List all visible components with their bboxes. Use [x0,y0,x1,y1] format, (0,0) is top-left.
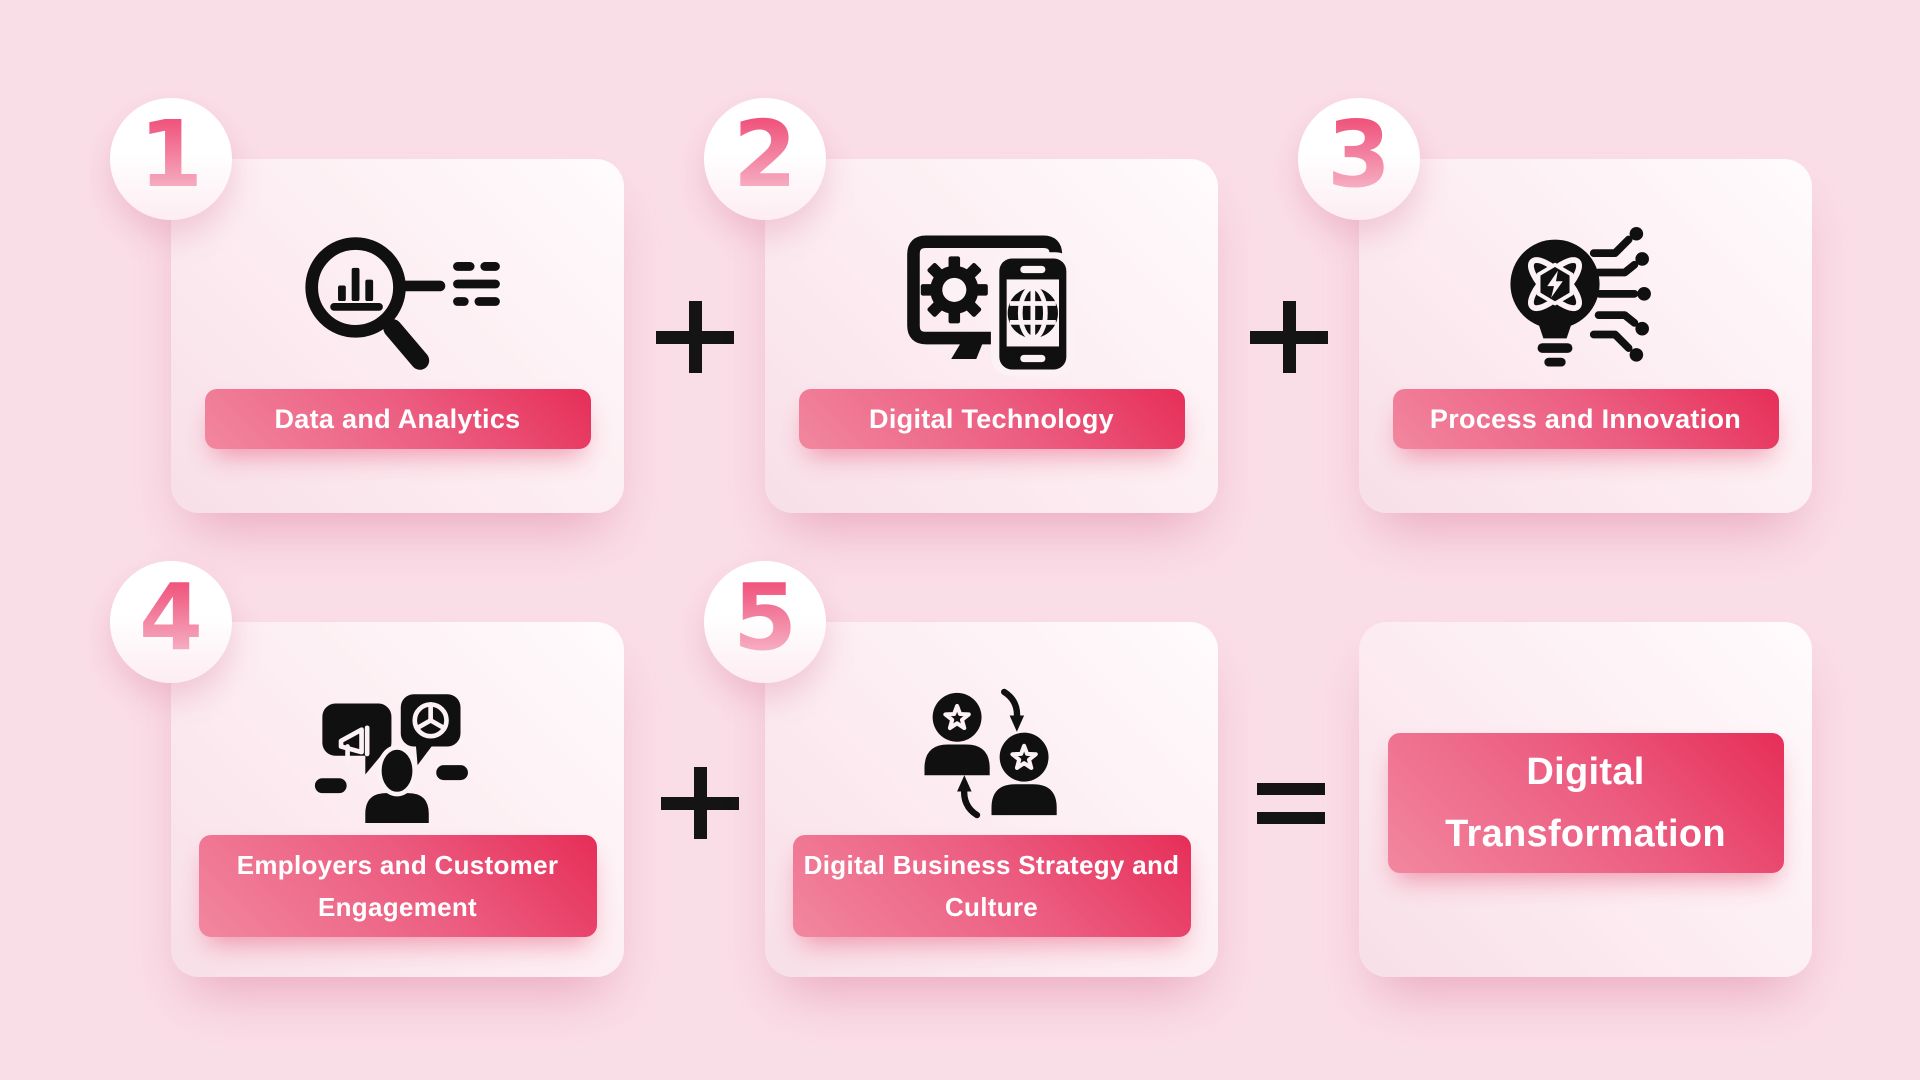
equals-operator [1257,783,1325,824]
card-label: Data and Analytics [204,389,591,449]
step-number: 2 [732,101,797,208]
person-megaphone-piechart-icon [171,658,624,848]
lightbulb-atom-circuit-icon [1359,203,1812,403]
plus-operator [656,301,734,373]
step-2-badge: 2 [704,98,826,220]
people-stars-exchange-icon [765,658,1218,848]
step-number: 1 [138,101,203,208]
card-label-text: Process and Innovation [1429,403,1742,434]
card-digital-business-strategy-culture: 5 Digital Business Strategy a [704,561,1218,977]
result-label: Digital Transformation [1387,733,1784,873]
card-label-text: Data and Analytics [274,403,521,434]
step-3-badge: 3 [1298,98,1420,220]
card-data-and-analytics: 1 Data and Analytics [110,98,624,513]
step-5-badge: 5 [704,561,826,683]
card-employers-customer-engagement: 4 [110,561,624,977]
card-process-and-innovation: 3 [1298,98,1812,513]
card-label: Digital Business Strategy and Culture [792,835,1191,937]
card-label: Process and Innovation [1392,389,1779,449]
step-number: 4 [138,564,203,671]
plus-operator [661,767,739,839]
card-label-text: Digital Technology [869,403,1114,434]
card-label: Digital Technology [798,389,1185,449]
card-result-digital-transformation: Digital Transformation [1359,622,1812,977]
plus-bar [693,767,707,839]
card-digital-technology: 2 [704,98,1218,513]
card-label-text: Digital Business Strategy and Culture [803,850,1180,922]
card-label-text: Employers and Customer Engagement [236,850,559,922]
step-4-badge: 4 [110,561,232,683]
monitor-gear-smartphone-globe-icon [765,203,1218,403]
magnifier-bar-chart-icon [171,203,624,403]
plus-bar [688,301,702,373]
plus-operator [1250,301,1328,373]
result-label-text: Digital Transformation [1445,751,1726,855]
card-label: Employers and Customer Engagement [198,835,597,937]
step-number: 5 [732,564,797,671]
step-1-badge: 1 [110,98,232,220]
plus-bar [1282,301,1296,373]
equals-bar [1257,783,1325,795]
equals-bar [1257,812,1325,824]
step-number: 3 [1326,101,1391,208]
